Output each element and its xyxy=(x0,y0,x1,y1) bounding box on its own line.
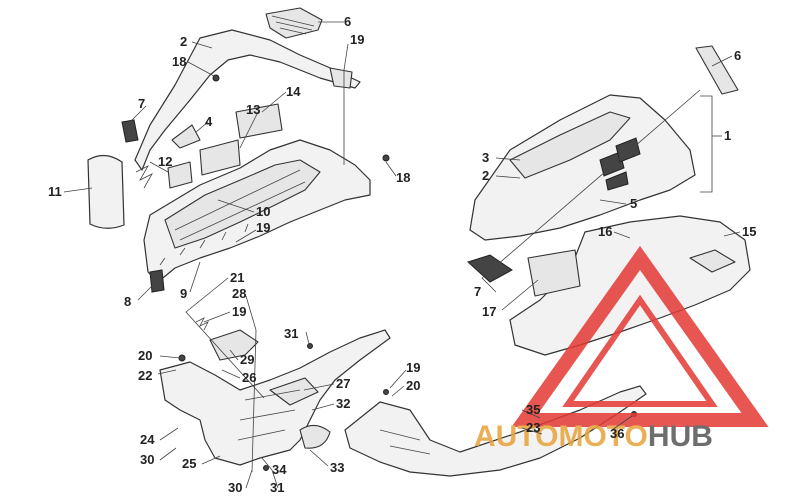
label-17: 17 xyxy=(482,304,496,319)
label-24: 24 xyxy=(140,432,155,447)
label-9: 9 xyxy=(180,286,187,301)
label-11: 11 xyxy=(48,184,62,199)
label-2-right: 2 xyxy=(482,168,489,183)
label-26: 26 xyxy=(242,370,256,385)
label-31-upper: 31 xyxy=(284,326,298,341)
label-29: 29 xyxy=(240,352,254,367)
upper-left-hood-assembly xyxy=(87,7,390,293)
lower-right-side-panel-assembly xyxy=(344,215,751,477)
label-2-upper-left: 2 xyxy=(180,34,187,49)
part-labels: 6 2 18 19 7 4 13 14 12 11 18 10 19 8 9 2… xyxy=(48,14,756,495)
automotohub-watermark: AUTOMOTOHUB xyxy=(474,245,769,453)
label-18-right-of-hood: 18 xyxy=(396,170,410,185)
label-16: 16 xyxy=(598,224,612,239)
label-6-right: 6 xyxy=(734,48,741,63)
label-30-left: 30 xyxy=(140,452,154,467)
upper-right-hood-assembly xyxy=(467,45,739,283)
label-6-upper-left: 6 xyxy=(344,14,351,29)
label-19-right: 19 xyxy=(406,360,420,375)
label-19-lower: 19 xyxy=(232,304,246,319)
label-13: 13 xyxy=(246,102,260,117)
label-32: 32 xyxy=(336,396,350,411)
label-18-upper-left: 18 xyxy=(172,54,186,69)
label-36: 36 xyxy=(610,426,624,441)
label-10: 10 xyxy=(256,204,270,219)
label-14: 14 xyxy=(286,84,301,99)
label-12: 12 xyxy=(158,154,172,169)
label-30-bottom: 30 xyxy=(228,480,242,495)
label-7-right: 7 xyxy=(474,284,481,299)
label-23: 23 xyxy=(526,420,540,435)
svg-text:AUTOMOTOHUB: AUTOMOTOHUB xyxy=(474,420,713,453)
label-1: 1 xyxy=(724,128,731,143)
label-31-bottom: 31 xyxy=(270,480,284,495)
label-5: 5 xyxy=(630,196,637,211)
label-8-left: 8 xyxy=(124,294,131,309)
watermark-triangle xyxy=(511,245,769,427)
watermark-word-auto: AUTO xyxy=(474,420,558,453)
label-19-hood: 19 xyxy=(256,220,270,235)
leader-lines xyxy=(63,21,741,489)
label-25: 25 xyxy=(182,456,196,471)
label-21: 21 xyxy=(230,270,244,285)
label-34: 34 xyxy=(272,462,287,477)
label-35: 35 xyxy=(526,402,540,417)
lower-left-bellypan-assembly xyxy=(159,317,391,471)
label-27: 27 xyxy=(336,376,350,391)
label-20-lower-left: 20 xyxy=(138,348,152,363)
label-7-left: 7 xyxy=(138,96,145,111)
label-15: 15 xyxy=(742,224,756,239)
label-28: 28 xyxy=(232,286,246,301)
label-19-upper-left: 19 xyxy=(350,32,364,47)
watermark-word-moto: MOTO xyxy=(558,420,647,453)
label-22: 22 xyxy=(138,368,152,383)
label-4: 4 xyxy=(205,114,213,129)
watermark-word-hub: HUB xyxy=(648,420,713,453)
label-3: 3 xyxy=(482,150,489,165)
label-20-right: 20 xyxy=(406,378,420,393)
label-33: 33 xyxy=(330,460,344,475)
